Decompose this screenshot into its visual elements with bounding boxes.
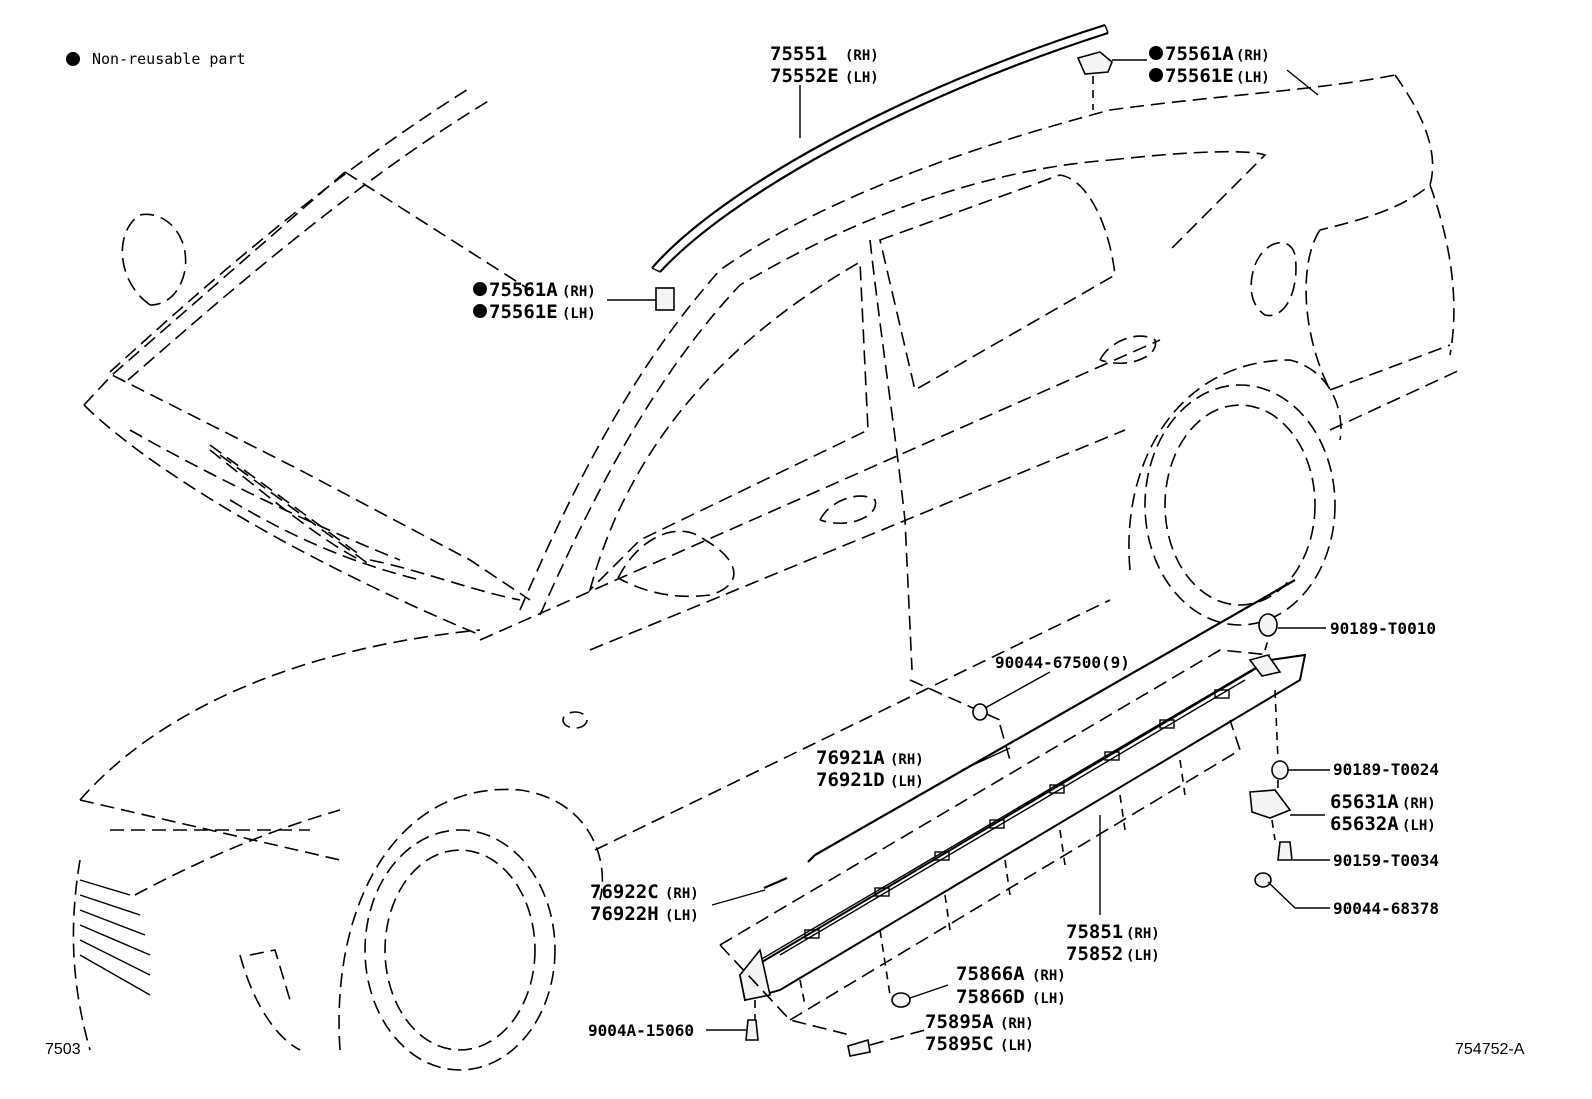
svg-text:(LH): (LH) xyxy=(1126,948,1160,964)
non-reusable-marker-icon xyxy=(473,304,487,318)
callout-75866a: 75866A xyxy=(956,963,1025,985)
bolt-t0024-part xyxy=(1271,760,1289,780)
callout-90159-t0034: 90159-T0034 xyxy=(1333,851,1439,870)
nut-67500-part xyxy=(972,703,988,721)
legend-marker-icon xyxy=(66,52,80,66)
callout-90189-t0010: 90189-T0010 xyxy=(1330,619,1436,638)
svg-text:(RH): (RH) xyxy=(1126,926,1160,942)
callout-90044-68378: 90044-68378 xyxy=(1333,899,1439,918)
svg-text:(LH): (LH) xyxy=(890,774,924,790)
bolt-t0010-part xyxy=(1258,613,1278,637)
callout-75561a-top: 75561A xyxy=(1165,43,1234,65)
callout-76921d: 76921D xyxy=(816,769,885,791)
callout-75866d: 75866D xyxy=(956,986,1025,1008)
figure-id: 754752-A xyxy=(1455,1041,1525,1058)
callout-65631a: 65631A xyxy=(1330,791,1399,813)
leader-lines xyxy=(607,59,1330,1031)
svg-text:(RH): (RH) xyxy=(845,48,879,64)
callout-90044-67500: 90044-67500(9) xyxy=(995,653,1130,672)
callout-75551: 75551 xyxy=(770,43,827,65)
callout-75895c: 75895C xyxy=(925,1033,994,1055)
non-reusable-marker-icon xyxy=(473,282,487,296)
callout-75561e-top: 75561E xyxy=(1165,65,1234,87)
pad-75895-part xyxy=(847,1038,871,1057)
legend-text: Non-reusable part xyxy=(92,50,246,68)
svg-text:(RH): (RH) xyxy=(665,886,699,902)
page-code: 7503 xyxy=(45,1041,81,1058)
svg-text:(RH): (RH) xyxy=(1032,968,1066,984)
svg-text:(RH): (RH) xyxy=(890,752,924,768)
callout-75851: 75851 xyxy=(1066,921,1123,943)
clip-top-part xyxy=(1076,51,1113,75)
callout-76922c: 76922C xyxy=(590,881,659,903)
callout-65632a: 65632A xyxy=(1330,813,1399,835)
svg-text:(RH): (RH) xyxy=(562,284,596,300)
callout-75895a: 75895A xyxy=(925,1011,994,1033)
svg-text:(LH): (LH) xyxy=(665,908,699,924)
clip-75866-part xyxy=(891,992,911,1008)
labels: Non-reusable part 75551 (RH) 75552E (LH)… xyxy=(45,43,1525,1058)
roof-molding-part xyxy=(651,23,1106,269)
svg-text:(RH): (RH) xyxy=(1402,796,1436,812)
bolt-15060-part xyxy=(745,1019,759,1041)
callout-90189-t0024: 90189-T0024 xyxy=(1333,760,1439,779)
svg-text:(LH): (LH) xyxy=(1000,1038,1034,1054)
non-reusable-marker-icon xyxy=(1149,46,1163,60)
callout-76921a: 76921A xyxy=(816,747,885,769)
bracket-65631-part xyxy=(1249,789,1292,819)
rocker-panel-part xyxy=(738,653,1307,1002)
svg-text:(LH): (LH) xyxy=(1236,70,1270,86)
svg-text:(LH): (LH) xyxy=(1032,991,1066,1007)
parts xyxy=(651,23,1307,1057)
clip-68378-part xyxy=(1254,872,1272,888)
callout-75552e: 75552E xyxy=(770,65,839,87)
screw-t0034-part xyxy=(1277,841,1293,861)
callout-76922h: 76922H xyxy=(590,903,659,925)
clip-mid-part xyxy=(655,287,675,311)
callout-9004a-15060: 9004A-15060 xyxy=(588,1021,694,1040)
callout-75561e-mid: 75561E xyxy=(489,301,558,323)
svg-text:(LH): (LH) xyxy=(562,306,596,322)
callout-75561a-mid: 75561A xyxy=(489,279,558,301)
callout-75852: 75852 xyxy=(1066,943,1123,965)
svg-text:(LH): (LH) xyxy=(845,70,879,86)
door-molding-part xyxy=(814,579,1296,856)
svg-text:(RH): (RH) xyxy=(1000,1016,1034,1032)
car-body-illustration xyxy=(72,74,1461,1071)
non-reusable-marker-icon xyxy=(1149,68,1163,82)
svg-text:(LH): (LH) xyxy=(1402,818,1436,834)
protector-part xyxy=(763,876,788,890)
svg-text:(RH): (RH) xyxy=(1236,48,1270,64)
